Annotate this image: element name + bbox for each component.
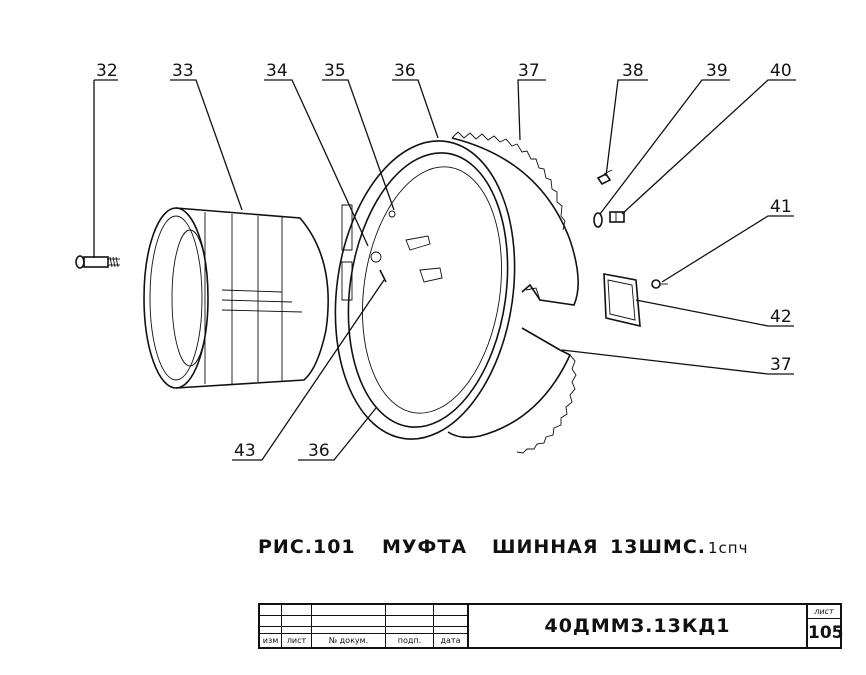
- callout-labels: 32 33 34 35 36 37 38 39 40 41 42 37 43 3…: [96, 61, 792, 461]
- caption-suffix: 1спч: [708, 539, 749, 557]
- caption-word-1: МУФТА: [382, 536, 468, 558]
- figure-number: РИС.101: [258, 536, 356, 558]
- callout-43: 43: [234, 441, 256, 461]
- callout-34: 34: [266, 61, 288, 81]
- sheet-number: 105: [808, 623, 844, 643]
- col-podp: подп.: [386, 633, 434, 647]
- part-41-bolt: [651, 279, 668, 289]
- part-39-washer: [593, 212, 603, 228]
- callout-32: 32: [96, 61, 118, 81]
- callout-37-top: 37: [518, 61, 540, 81]
- callout-40: 40: [770, 61, 792, 81]
- part-40-nut: [609, 211, 625, 223]
- col-izm: изм: [260, 633, 282, 647]
- sheet-label: лист: [808, 605, 840, 619]
- part-37-sprocket: [447, 131, 579, 454]
- part-38-screw: [596, 169, 613, 186]
- callout-36-bottom: 36: [308, 441, 330, 461]
- callout-42: 42: [770, 307, 792, 327]
- caption-word-2: ШИННАЯ: [492, 536, 599, 558]
- caption-model: 13ШМС.: [610, 536, 706, 558]
- col-list: лист: [282, 633, 312, 647]
- title-block: изм лист № докум. подп. дата 40ДММЗ.13КД…: [258, 603, 844, 649]
- col-data: дата: [434, 633, 468, 647]
- callout-41: 41: [770, 197, 792, 217]
- figure-caption: РИС.101 МУФТА ШИННАЯ 13ШМС. 1спч: [258, 536, 778, 566]
- col-doc: № докум.: [312, 633, 386, 647]
- callout-37-bottom: 37: [770, 355, 792, 375]
- leader-lines: [93, 79, 796, 461]
- part-43-pin: [379, 269, 387, 283]
- callout-35: 35: [324, 61, 346, 81]
- part-42-plate: [603, 273, 641, 328]
- part-32-bolt: [75, 255, 120, 269]
- document-designation: 40ДММЗ.13КД1: [468, 605, 808, 647]
- callout-36-top: 36: [394, 61, 416, 81]
- callout-38: 38: [622, 61, 644, 81]
- callout-33: 33: [172, 61, 194, 81]
- callout-39: 39: [706, 61, 728, 81]
- part-36-flange-ring: [334, 140, 516, 440]
- part-33-drum: [143, 207, 329, 389]
